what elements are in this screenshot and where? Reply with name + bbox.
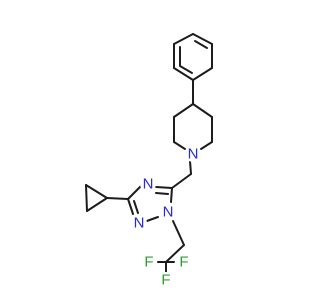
bond [86,197,108,212]
bond [173,67,194,81]
bond [171,173,192,189]
fluorine-label: F [179,254,188,271]
bond [173,103,194,118]
bond [106,197,129,200]
cyclopropyl-ring [85,184,129,212]
atom-n2-triazole: N [131,215,147,232]
bond [85,184,108,199]
bond [192,103,213,118]
atom-f-right: F [176,254,192,271]
bond [155,186,173,189]
nitrogen-label: N [188,146,199,163]
bond [172,220,185,246]
bond [173,33,194,45]
atom-n-piperidine: N [185,146,201,163]
bond [165,244,185,263]
fluorine-label: F [144,254,153,271]
nitrogen-label: N [163,204,174,221]
atom-f-bottom: F [158,272,174,289]
bond [173,141,186,150]
bond [127,185,142,200]
molecule-structure: N N N N F F F [85,33,213,289]
double-bond-inner [179,65,193,74]
double-bond-inner [155,192,169,195]
atom-n4-triazole: N [140,176,156,193]
piperidine-ring [173,103,213,150]
fluorine-label: F [161,272,170,289]
bond [85,184,88,212]
bond [189,160,192,175]
bond [200,141,213,150]
bond [192,67,213,81]
nitrogen-label: N [134,215,145,232]
atom-n1-triazole: N [160,204,176,221]
bond [192,33,213,45]
bond [127,198,134,215]
phenyl-ring [173,33,213,81]
double-bond-inner [194,40,208,49]
double-bond-inner [133,200,139,214]
nitrogen-label: N [143,176,154,193]
atom-f-left: F [141,254,157,271]
bond [170,187,173,203]
